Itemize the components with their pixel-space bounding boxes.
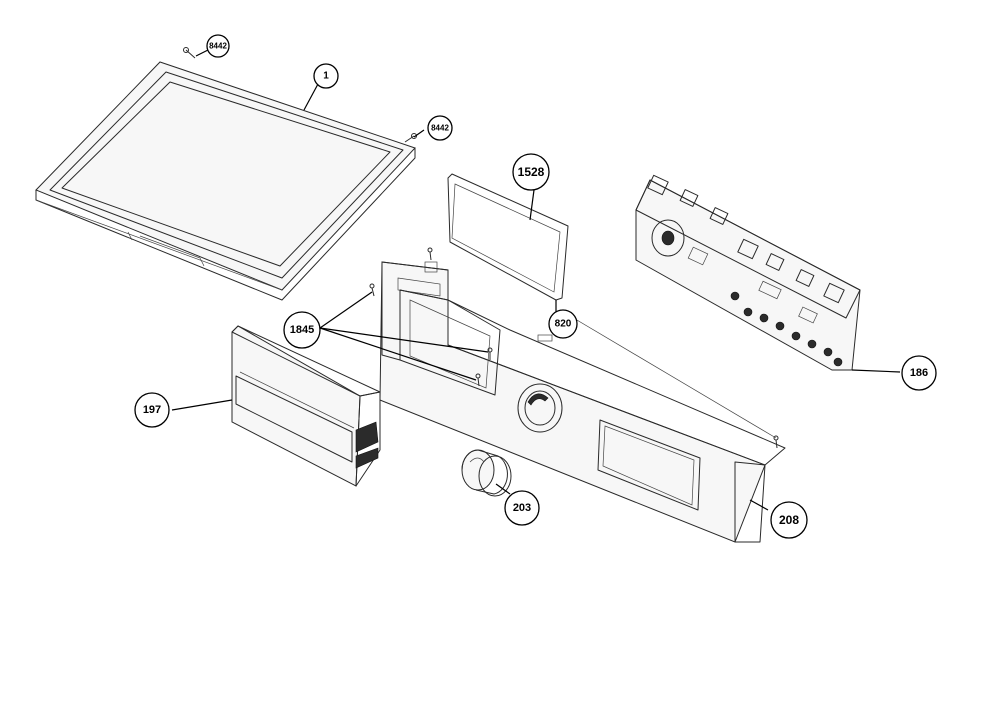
callout-label: 197	[143, 404, 161, 416]
callout-label: 1845	[290, 324, 314, 336]
gasket-frame-part	[447, 173, 569, 301]
callout-label: 208	[779, 513, 799, 527]
callout-186: 186	[901, 355, 937, 391]
callout-8442-right: 8442	[427, 115, 453, 141]
panel-screws	[369, 247, 779, 449]
screw-8442-right	[404, 133, 417, 143]
dispenser-drawer-part	[231, 325, 381, 487]
knob-part	[461, 449, 512, 497]
callout-label: 203	[513, 502, 531, 514]
callout-label: 1	[323, 71, 329, 82]
callout-1: 1	[313, 63, 339, 89]
callout-1845: 1845	[283, 311, 321, 349]
callout-8442-top: 8442	[206, 34, 230, 58]
callout-203: 203	[504, 490, 540, 526]
callout-1528: 1528	[512, 153, 550, 191]
callout-208: 208	[770, 501, 808, 539]
callout-label: 186	[910, 367, 928, 379]
callout-label: 8442	[209, 42, 227, 51]
leader-lines	[171, 49, 901, 511]
callout-label: 820	[555, 319, 572, 330]
control-panel-part	[379, 261, 786, 543]
callout-label: 1528	[518, 165, 545, 179]
callout-label: 8442	[431, 124, 449, 133]
callout-820: 820	[548, 309, 578, 339]
control-board-part	[635, 174, 861, 371]
callout-197: 197	[134, 392, 170, 428]
top-cover-part	[35, 61, 416, 301]
screw-8442-top	[183, 47, 196, 59]
